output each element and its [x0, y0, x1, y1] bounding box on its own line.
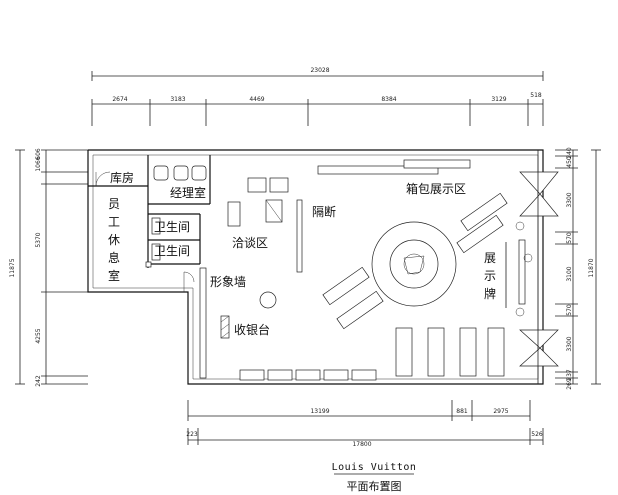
- label-staff-5: 室: [108, 268, 120, 283]
- top-dim-4: 8384: [381, 96, 396, 103]
- label-manager: 经理室: [170, 185, 206, 200]
- bottom-dimensions: 13199 881 2975 223 17800 526: [186, 400, 544, 448]
- right-dim-5: 3100: [566, 266, 573, 281]
- label-cashier: 收银台: [234, 322, 270, 337]
- right-total-dim: 11870: [588, 258, 595, 277]
- right-dim-8: 237: [566, 369, 573, 381]
- bottom-total-dim: 17800: [352, 441, 371, 448]
- label-negotiation: 洽谈区: [232, 236, 268, 250]
- label-toilet-2: 卫生间: [154, 244, 190, 258]
- left-total-dim: 11875: [9, 258, 16, 277]
- right-dim-7: 3300: [566, 336, 573, 351]
- walls: [87, 149, 544, 385]
- label-partition: 隔断: [312, 204, 336, 219]
- label-staff-1: 员: [108, 197, 120, 211]
- furniture: [145, 150, 559, 384]
- bottom-dim-3: 2975: [493, 408, 508, 415]
- top-dimensions: 23028 2674 3183 4469 8384 3129 518: [91, 67, 544, 126]
- brand-title: Louis Vuitton: [332, 462, 417, 473]
- label-board-1: 展: [484, 251, 496, 265]
- top-dim-5: 3129: [491, 96, 506, 103]
- left-dim-5: 242: [35, 375, 42, 387]
- top-dim-1: 2674: [112, 96, 127, 103]
- bottom-dim-2: 881: [456, 408, 468, 415]
- left-dim-4: 4255: [35, 328, 42, 343]
- right-dim-9: 269: [566, 378, 573, 390]
- label-bag-display: 箱包展示区: [406, 181, 466, 196]
- label-storage: 库房: [110, 170, 134, 185]
- right-dimensions: 240 450 3300 570 3100 570 3300 237 269 1…: [555, 147, 601, 390]
- right-dim-3: 3300: [566, 192, 573, 207]
- top-total-dim: 23028: [310, 67, 329, 74]
- left-dimensions: 11875 1066 606 5370 4255 242: [9, 148, 88, 387]
- bottom-offset-left: 223: [186, 431, 198, 438]
- label-staff-3: 休: [108, 233, 120, 247]
- right-dim-6: 570: [566, 304, 573, 316]
- room-labels: 库房 员 工 休 息 室 经理室 卫生间 卫生间 洽谈区 隔断 箱包展示区 展 …: [108, 170, 496, 337]
- label-board-2: 示: [484, 269, 496, 283]
- label-board-3: 牌: [484, 287, 496, 301]
- top-dim-6: 518: [530, 92, 542, 99]
- top-dim-3: 4469: [249, 96, 264, 103]
- drawing-title: Louis Vuitton 平面布置图: [332, 462, 417, 493]
- label-image-wall: 形象墙: [210, 275, 246, 289]
- top-dim-2: 3183: [170, 96, 185, 103]
- label-toilet-1: 卫生间: [154, 220, 190, 234]
- right-dim-4: 570: [566, 232, 573, 244]
- left-dim-2: 606: [35, 148, 42, 160]
- right-dim-1: 240: [566, 147, 573, 159]
- left-dim-1: 1066: [35, 156, 42, 171]
- bottom-offset-right: 526: [531, 431, 543, 438]
- plan-subtitle: 平面布置图: [347, 480, 402, 493]
- left-dim-3: 5370: [35, 232, 42, 247]
- bottom-dim-1: 13199: [310, 408, 329, 415]
- label-staff-4: 息: [108, 250, 120, 265]
- label-staff-2: 工: [108, 215, 120, 229]
- right-dim-2: 450: [566, 156, 573, 168]
